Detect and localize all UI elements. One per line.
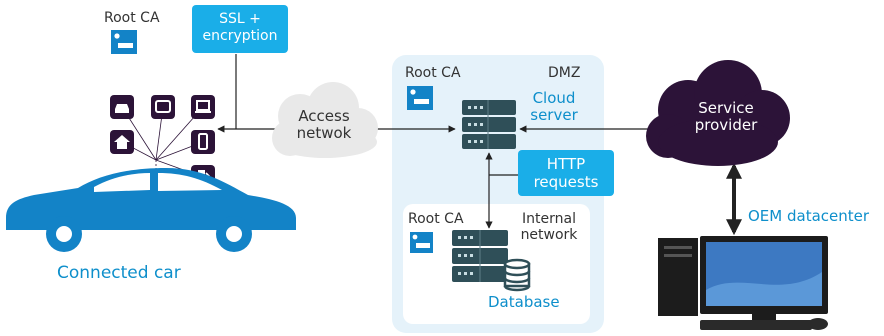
- access-network-label: Access netwok: [286, 107, 362, 143]
- access-line-2: netwok: [296, 124, 352, 143]
- database-label: Database: [488, 293, 560, 311]
- server-icon: [452, 230, 508, 282]
- cloud-line-1: Cloud: [532, 89, 576, 107]
- ssl-line-1: SSL +: [219, 11, 261, 27]
- http-requests-callout: HTTP requests: [518, 150, 614, 196]
- dmz-label: DMZ: [548, 65, 581, 81]
- laptop-icon: [191, 95, 215, 119]
- connected-car-image: [6, 168, 296, 252]
- certificate-icon: [410, 232, 433, 253]
- computer-icon: [658, 236, 828, 330]
- root-ca-label-dmz: Root CA: [405, 65, 461, 81]
- service-provider-cloud: [646, 60, 790, 166]
- car-wheel-hub: [226, 226, 242, 242]
- server-icon: [462, 100, 516, 149]
- cloud-server-label: Cloud server: [524, 89, 584, 125]
- cloud-line-2: server: [530, 106, 578, 125]
- connected-car-label: Connected car: [57, 263, 181, 283]
- access-network-cloud: [272, 82, 378, 158]
- car-icon: [110, 95, 134, 119]
- car-wheel-hub: [56, 226, 72, 242]
- certificate-icon: [111, 30, 137, 54]
- internal-line-2: network: [520, 227, 578, 244]
- service-line-1: Service: [698, 99, 754, 117]
- certificate-icon: [407, 86, 433, 110]
- service-provider-label: Service provider: [676, 99, 776, 135]
- http-line-1: HTTP: [546, 155, 586, 173]
- service-line-2: provider: [694, 116, 758, 135]
- internal-line-1: Internal: [522, 211, 576, 227]
- database-icon: [503, 258, 531, 292]
- car-windows: [94, 173, 222, 192]
- oem-datacenter-label: OEM datacenter: [748, 207, 870, 225]
- root-ca-label-car: Root CA: [104, 10, 160, 26]
- internal-network-label: Internal network: [512, 211, 586, 243]
- access-line-1: Access: [298, 107, 350, 125]
- root-ca-label-internal: Root CA: [408, 211, 464, 227]
- tv-icon: [151, 95, 175, 119]
- home-icon: [110, 130, 134, 154]
- ssl-line-2: encryption: [202, 27, 278, 44]
- ssl-encryption-callout: SSL + encryption: [192, 5, 288, 53]
- http-line-2: requests: [533, 173, 599, 191]
- phone-icon: [191, 130, 215, 154]
